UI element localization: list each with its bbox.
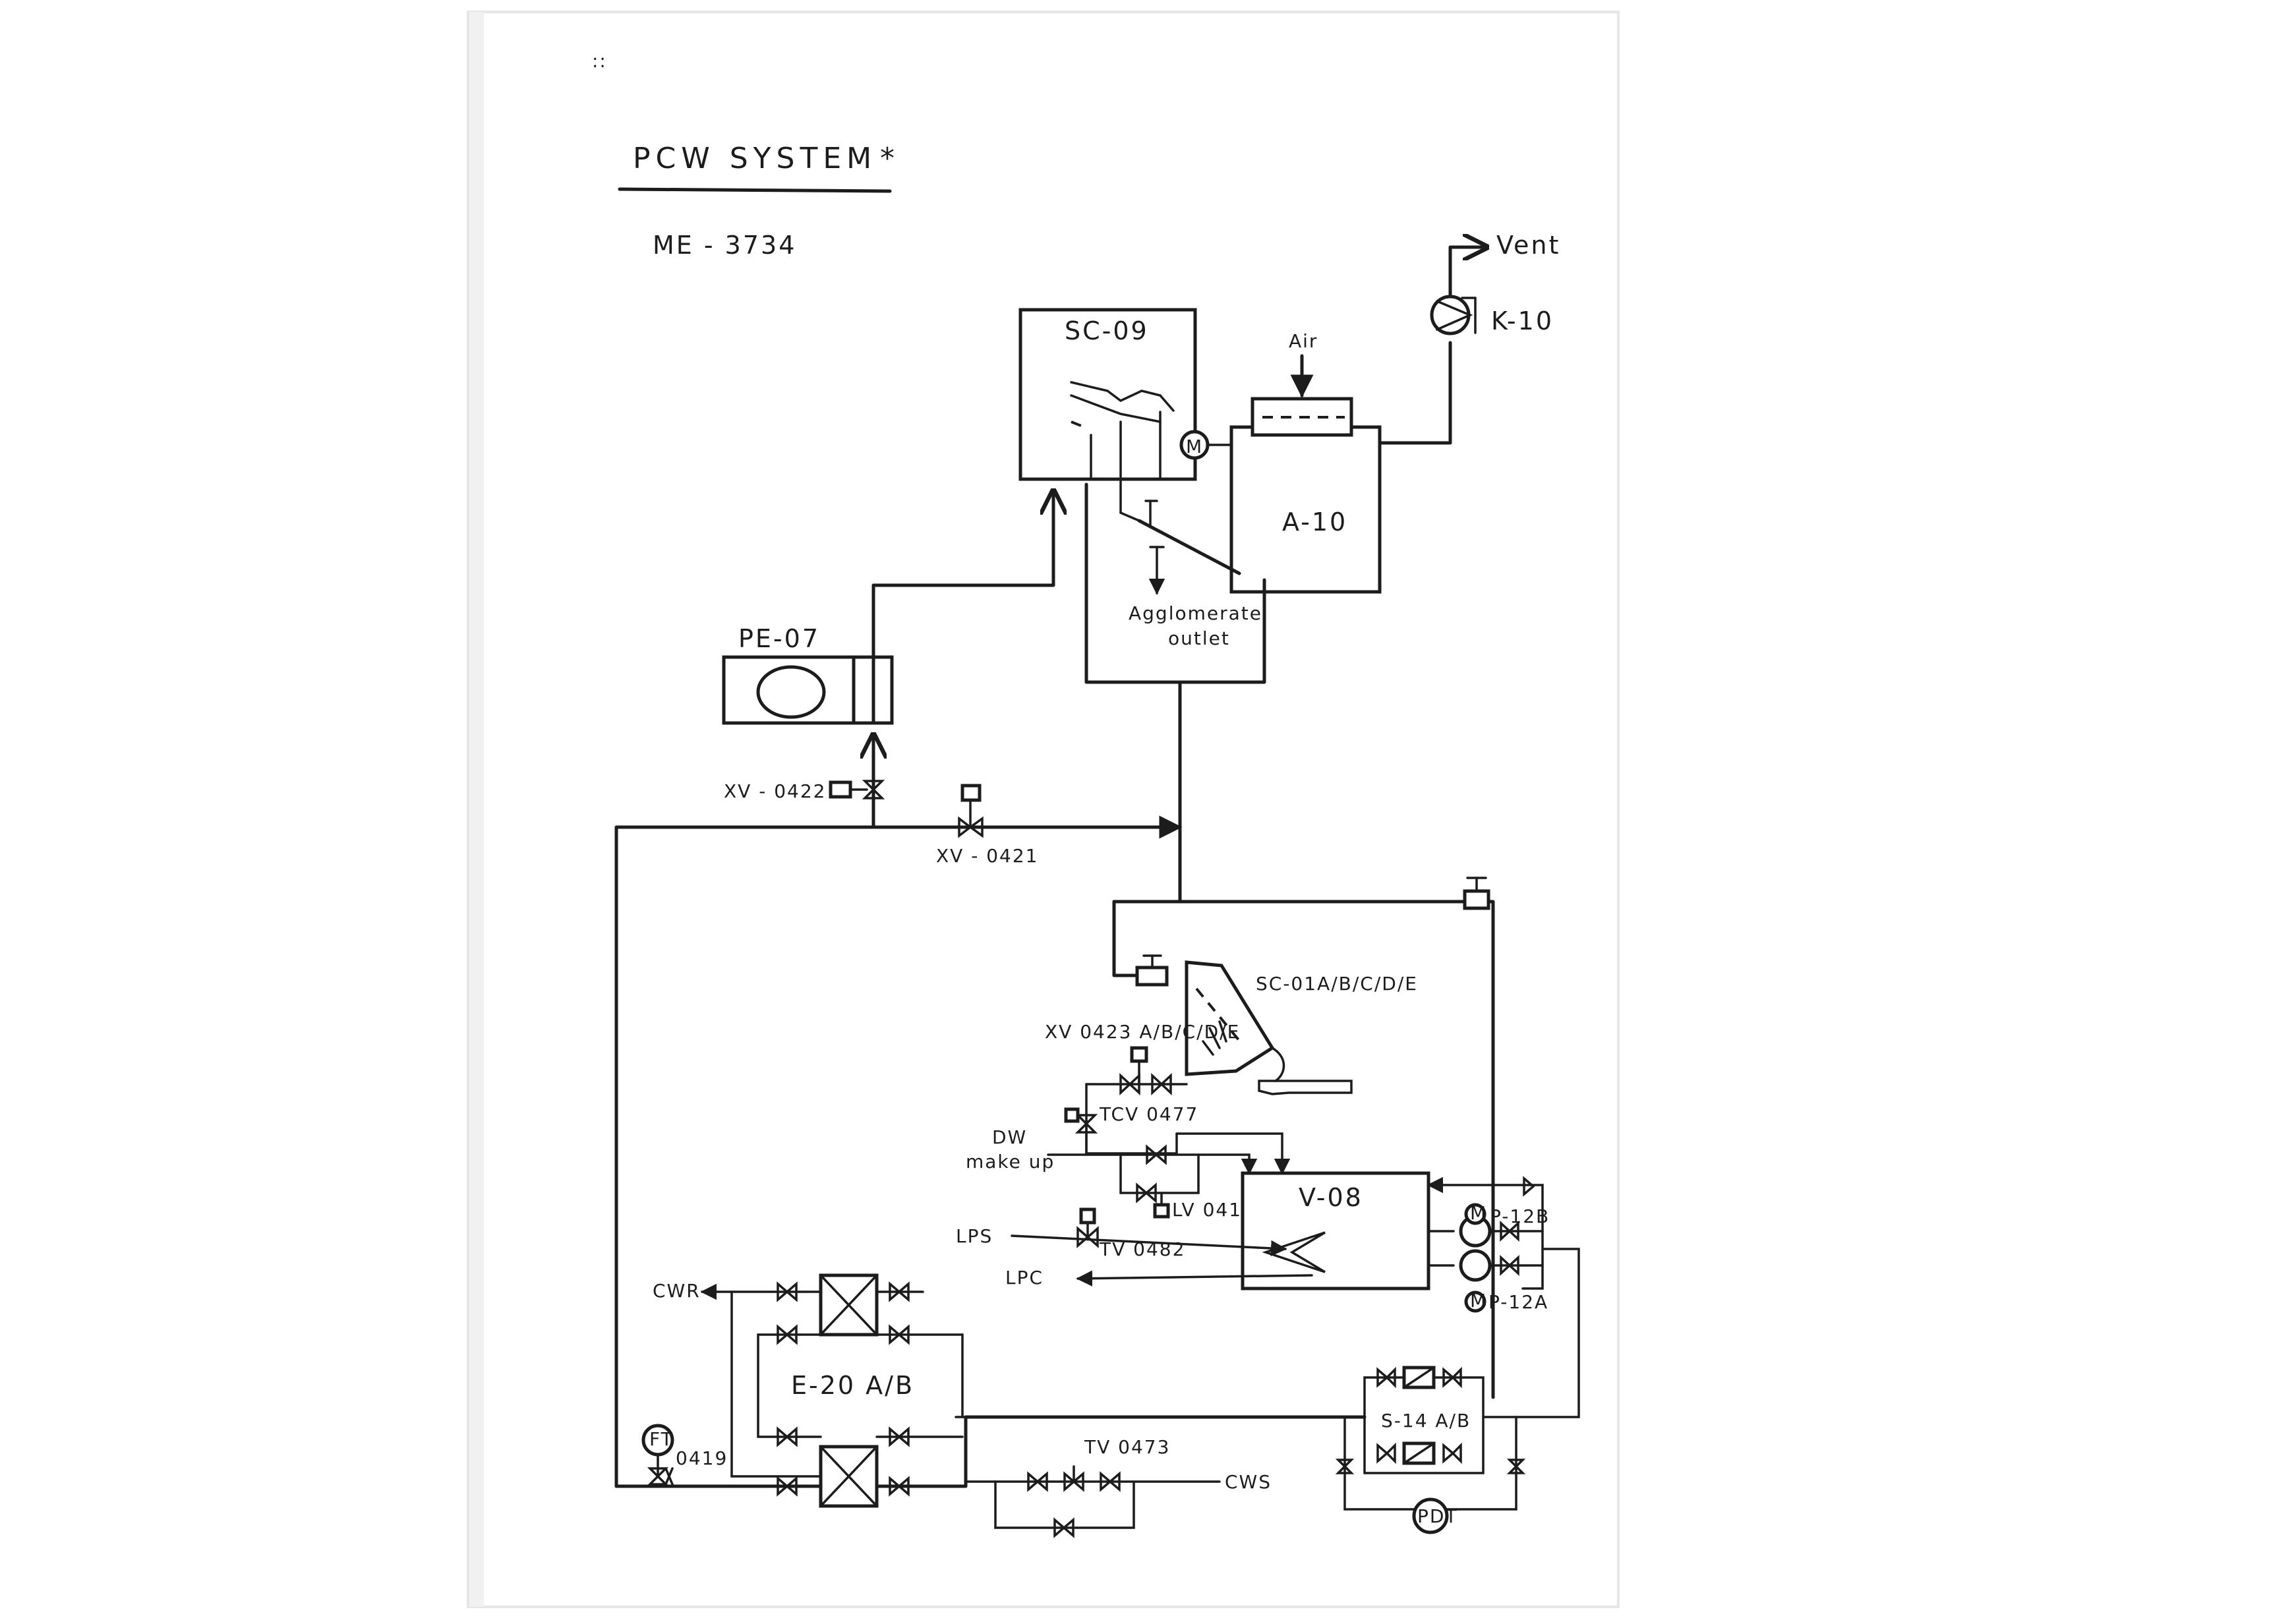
s14-filters: S-14 A/B PDT bbox=[1335, 1366, 1526, 1534]
tv0482-label: TV 0482 bbox=[1099, 1238, 1185, 1260]
tv0473-label: TV 0473 bbox=[1084, 1436, 1170, 1458]
sc09-screen: SC-09 bbox=[1018, 308, 1197, 481]
tcv0477-valve: TCV 0477 bbox=[1064, 1103, 1291, 1175]
s14-label: S-14 A/B bbox=[1381, 1410, 1471, 1432]
dw-label-line1: DW bbox=[992, 1126, 1027, 1148]
k10-blower: Vent K-10 bbox=[1378, 231, 1560, 445]
pe07-label: PE-07 bbox=[738, 624, 820, 653]
pe07-fan: PE-07 bbox=[722, 491, 1053, 829]
page-title: PCW SYSTEM bbox=[633, 142, 877, 175]
drawing-number: ME - 3734 bbox=[653, 231, 796, 260]
lpc-label: LPC bbox=[1005, 1267, 1044, 1289]
v08-vessel: V-08 bbox=[1241, 1171, 1430, 1290]
ft-number: 0419 bbox=[676, 1447, 728, 1469]
paper-sheet bbox=[467, 11, 1620, 1608]
a10-agglomerator: Air A-10 bbox=[1229, 330, 1382, 594]
a10-label: A-10 bbox=[1282, 507, 1347, 536]
motor-symbol: M bbox=[1179, 430, 1234, 460]
air-label: Air bbox=[1289, 330, 1318, 352]
loop-isolation-valve bbox=[1463, 877, 1490, 910]
e20-exchangers: E-20 A/B CWR bbox=[614, 1273, 968, 1508]
title-mark: * bbox=[880, 142, 900, 175]
p12a-motor: M bbox=[1470, 1290, 1487, 1312]
e20-label: E-20 A/B bbox=[791, 1371, 914, 1400]
p12b-label: P-12B bbox=[1490, 1205, 1550, 1227]
lv0418-label: LV 0418 bbox=[1172, 1199, 1255, 1221]
agglomerate-label-line1: Agglomerate bbox=[1129, 602, 1262, 624]
return-header bbox=[955, 1415, 1367, 1488]
ft0419-transmitter: FT 0419 bbox=[641, 1424, 728, 1486]
title-underline bbox=[618, 187, 892, 193]
agglomerate-label-line2: outlet bbox=[1168, 627, 1230, 649]
xv0422-valve: XV - 0422 bbox=[724, 780, 885, 802]
sc01-screens: SC-01A/B/C/D/E bbox=[1112, 900, 1418, 1095]
xv0423-label: XV 0423 A/B/C/D/E bbox=[1045, 1021, 1240, 1043]
xv0422-label: XV - 0422 bbox=[724, 780, 827, 802]
dw-label-line2: make up bbox=[966, 1151, 1055, 1173]
cws-label: CWS bbox=[1225, 1471, 1272, 1493]
cwr-label: CWR bbox=[653, 1280, 701, 1302]
tcv0477-label: TCV 0477 bbox=[1099, 1103, 1198, 1125]
title-prefix: :: bbox=[592, 50, 607, 72]
p12a-label: P-12A bbox=[1488, 1291, 1548, 1313]
sc09-label: SC-09 bbox=[1065, 316, 1149, 345]
p12-pumps: M M P-12B P-12A bbox=[1427, 1176, 1580, 1418]
vent-label: Vent bbox=[1496, 231, 1560, 260]
agglomerate-outlet: Agglomerate outlet bbox=[1084, 478, 1266, 684]
lps-label: LPS bbox=[956, 1225, 993, 1247]
k10-label: K-10 bbox=[1491, 306, 1554, 335]
lps-steam-line: LPS TV 0482 LPC bbox=[956, 1207, 1313, 1289]
p12b-motor: M bbox=[1470, 1202, 1487, 1224]
dw-makeup-line: DW make up LV 0418 bbox=[966, 1126, 1258, 1221]
pdt-label: PDT bbox=[1417, 1505, 1458, 1527]
xv0423-valves: XV 0423 A/B/C/D/E bbox=[1045, 1021, 1240, 1155]
sc01-label: SC-01A/B/C/D/E bbox=[1256, 973, 1418, 995]
paper-edge-shadow bbox=[469, 12, 484, 1607]
xv0421-label: XV - 0421 bbox=[936, 845, 1039, 867]
v08-label: V-08 bbox=[1299, 1183, 1363, 1212]
motor-label: M bbox=[1186, 436, 1203, 457]
ft-tag: FT bbox=[649, 1428, 674, 1450]
cws-supply-line: TV 0473 CWS bbox=[964, 1436, 1272, 1538]
xv0421-valve: XV - 0421 bbox=[936, 784, 1039, 867]
